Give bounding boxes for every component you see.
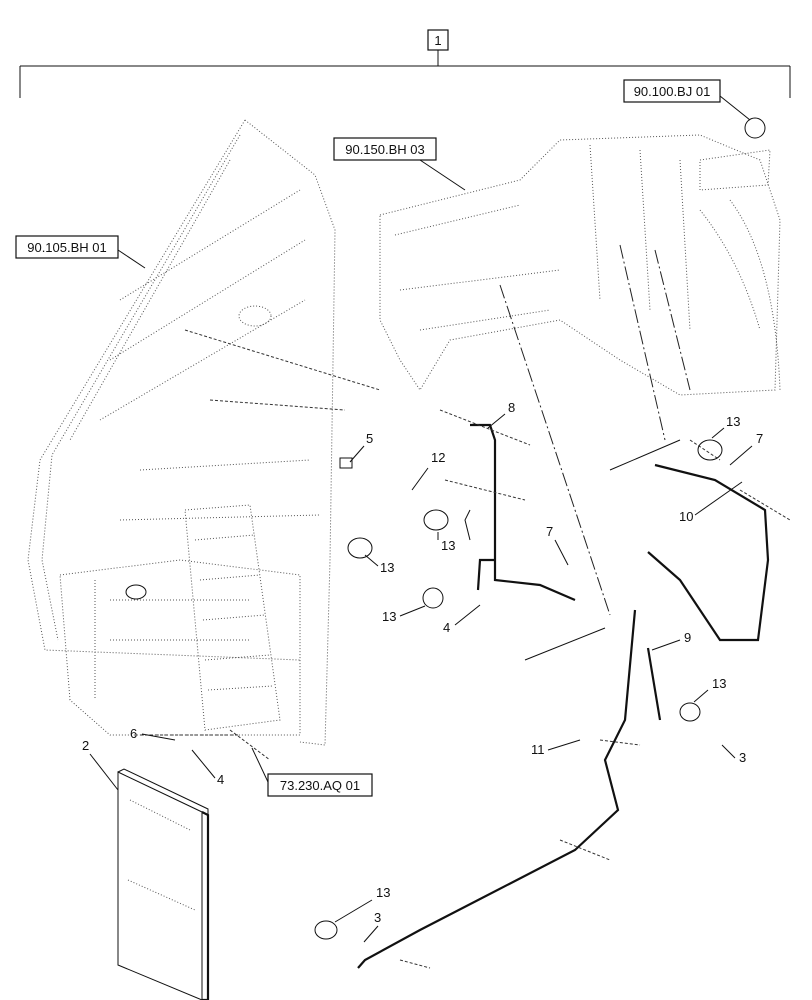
callout-13-d: 13 xyxy=(382,609,396,624)
lamp-e xyxy=(679,702,701,722)
callout-13-c: 13 xyxy=(380,560,394,575)
lamp-a xyxy=(423,509,449,531)
harness-8 xyxy=(439,409,576,602)
kit-callout-number: 1 xyxy=(434,33,441,48)
kit-bracket: 1 xyxy=(19,29,791,98)
harness-10 xyxy=(647,439,791,642)
lamp-c xyxy=(422,587,444,609)
callout-3-right: 3 xyxy=(739,750,746,765)
cab-structure xyxy=(27,119,381,746)
svg-text:90.105.BH 01: 90.105.BH 01 xyxy=(27,240,107,255)
fender-panel xyxy=(379,117,781,396)
callout-8: 8 xyxy=(508,400,515,415)
callout-7-mid: 7 xyxy=(546,524,553,539)
lamp-f xyxy=(314,920,338,940)
ref-steps: 73.230.AQ 01 xyxy=(251,747,373,797)
svg-text:73.230.AQ 01: 73.230.AQ 01 xyxy=(280,778,360,793)
callout-7-right: 7 xyxy=(756,431,763,446)
callout-4-lower: 4 xyxy=(217,772,224,787)
callout-4-upper: 4 xyxy=(443,620,450,635)
installation-manual xyxy=(117,768,210,1000)
work-lamps xyxy=(314,439,723,940)
callout-13-b: 13 xyxy=(441,538,455,553)
callout-6: 6 xyxy=(130,726,137,741)
lamp-b xyxy=(347,537,373,559)
centerlines xyxy=(499,244,691,661)
steps-outline xyxy=(140,729,271,761)
callouts: 2 3 3 4 4 5 6 7 7 8 9 10 11 12 13 13 xyxy=(82,400,763,943)
harness-9 xyxy=(357,609,662,969)
svg-text:90.150.BH 03: 90.150.BH 03 xyxy=(345,142,425,157)
callout-2: 2 xyxy=(82,738,89,753)
ref-fender-panel: 90.150.BH 03 xyxy=(333,137,466,191)
callout-12: 12 xyxy=(431,450,445,465)
callout-13-f: 13 xyxy=(376,885,390,900)
callout-13-a: 13 xyxy=(726,414,740,429)
svg-text:90.100.BJ 01: 90.100.BJ 01 xyxy=(634,84,711,99)
callout-10: 10 xyxy=(679,509,693,524)
ref-rear-panel: 90.100.BJ 01 xyxy=(623,79,751,121)
callout-11: 11 xyxy=(531,742,545,757)
callout-9: 9 xyxy=(684,630,691,645)
ref-cab-structure: 90.105.BH 01 xyxy=(15,235,146,269)
callout-5: 5 xyxy=(366,431,373,446)
callout-13-e: 13 xyxy=(712,676,726,691)
callout-3-bottom: 3 xyxy=(374,910,381,925)
lamp-d xyxy=(697,439,723,461)
